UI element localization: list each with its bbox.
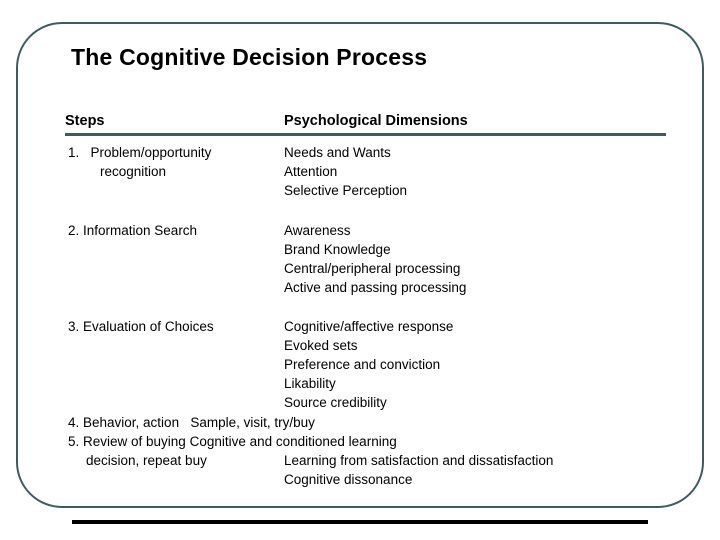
dimension-5-3: Cognitive dissonance (284, 472, 413, 487)
dimension-3-2: Evoked sets (284, 338, 358, 353)
column-header-psychological-dimensions: Psychological Dimensions (284, 113, 468, 129)
dimension-1-3: Selective Perception (284, 183, 408, 198)
header-divider-rule (65, 133, 666, 136)
process-table: Steps Psychological Dimensions 1. Proble… (0, 113, 720, 494)
dimension-3-5: Source credibility (284, 395, 387, 410)
step-label-3-line1: 3. Evaluation of Choices (68, 319, 214, 334)
dimension-1-1: Needs and Wants (284, 145, 391, 160)
table-row: 1. Problem/opportunity recognition Needs… (0, 144, 720, 222)
step-label-1-line1: 1. Problem/opportunity (68, 145, 212, 160)
step-line-4: 4. Behavior, action Sample, visit, try/b… (68, 415, 315, 430)
dimension-2-3: Central/peripheral processing (284, 261, 461, 276)
dimension-3-4: Likability (284, 376, 336, 391)
dimension-3-1: Cognitive/affective response (284, 319, 454, 334)
bottom-divider-rule (72, 520, 648, 524)
page-title: The Cognitive Decision Process (71, 44, 428, 70)
table-row: 4. Behavior, action Sample, visit, try/b… (0, 414, 720, 494)
dimension-1-2: Attention (284, 164, 338, 179)
table-header-row: Steps Psychological Dimensions (0, 113, 720, 133)
table-row: 2. Information Search Awareness Brand Kn… (0, 222, 720, 318)
dimension-3-3: Preference and conviction (284, 357, 441, 372)
slide-border-frame (16, 22, 704, 508)
dimension-2-4: Active and passing processing (284, 280, 467, 295)
step-line-5: 5. Review of buying Cognitive and condit… (68, 434, 397, 449)
dimension-2-1: Awareness (284, 223, 351, 238)
column-header-steps: Steps (65, 113, 105, 129)
step-label-2-line1: 2. Information Search (68, 223, 198, 238)
table-row: 3. Evaluation of Choices Cognitive/affec… (0, 318, 720, 414)
dimension-5-2: Learning from satisfaction and dissatisf… (284, 453, 554, 468)
step-label-1-line2: recognition (100, 164, 167, 179)
dimension-2-2: Brand Knowledge (284, 242, 391, 257)
step-line-5-continuation: decision, repeat buy (86, 453, 207, 468)
